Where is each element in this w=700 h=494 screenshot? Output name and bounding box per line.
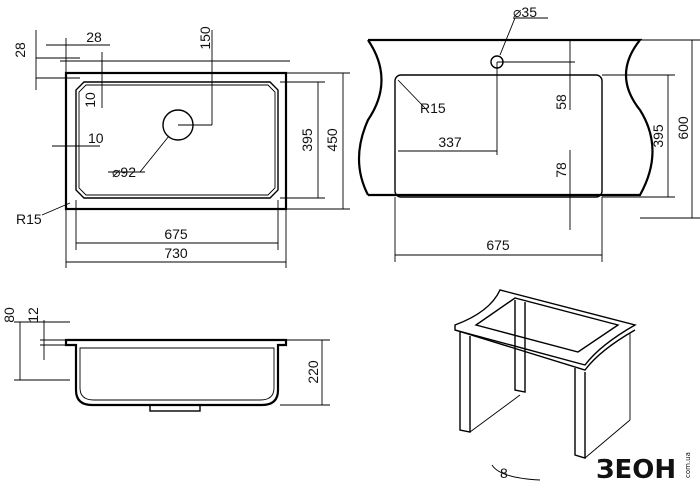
side-profile-outer: [64, 338, 288, 407]
logo-sub: com.ua: [684, 452, 692, 478]
cutout-rect: [394, 74, 603, 198]
iso-dim-partial: 8: [500, 465, 508, 481]
dim-395-top-view: 395: [299, 128, 315, 152]
dim-395-cutout: 395: [650, 124, 666, 148]
iso-right-panel: [574, 368, 586, 459]
iso-cutout: [474, 297, 620, 353]
zeon-logo: ЗЕОН com.ua: [596, 452, 692, 485]
radius-15-cutout: R15: [420, 100, 446, 116]
dim-220: 220: [305, 360, 321, 384]
dim-80: 80: [1, 307, 17, 323]
countertop-outline: [368, 38, 654, 197]
radius-15-top: R15: [16, 211, 42, 227]
iso-left-panel: [459, 332, 471, 433]
dim-450: 450: [324, 128, 340, 152]
iso-countertop: [454, 289, 637, 366]
iso-back-panel: [514, 300, 526, 393]
sink-bowl-outline: [75, 81, 279, 199]
dim-12: 12: [25, 307, 41, 323]
dim-600: 600: [675, 116, 691, 140]
sink-top-view: 28 28 150 10 10 ⌀92 R15 395 450: [12, 26, 350, 268]
dim-28-top: 28: [86, 29, 102, 45]
side-drain-stub: [149, 404, 201, 412]
cabinet-iso-view: 8: [454, 289, 637, 481]
sink-bowl-inner: [78, 84, 276, 196]
dim-337: 337: [438, 134, 462, 150]
sink-outer-rim: [64, 71, 288, 211]
dim-150: 150: [197, 26, 213, 50]
logo-mark: ЗЕОН: [596, 455, 676, 485]
dim-28-left: 28: [12, 42, 28, 58]
dim-10-top: 10: [82, 92, 98, 108]
dim-675-top-view: 675: [164, 226, 188, 242]
dim-58: 58: [553, 94, 569, 110]
diam-35: ⌀35: [513, 4, 537, 20]
dim-675-cutout: 675: [486, 237, 510, 253]
sink-side-view: 80 12 220: [1, 307, 330, 412]
countertop-cutout-view: ⌀35 R15 337 58 78 395 600 675: [358, 4, 700, 262]
diam-92: ⌀92: [112, 164, 136, 180]
dim-730: 730: [164, 245, 188, 261]
dim-78: 78: [553, 162, 569, 178]
dim-10-left: 10: [88, 130, 104, 146]
